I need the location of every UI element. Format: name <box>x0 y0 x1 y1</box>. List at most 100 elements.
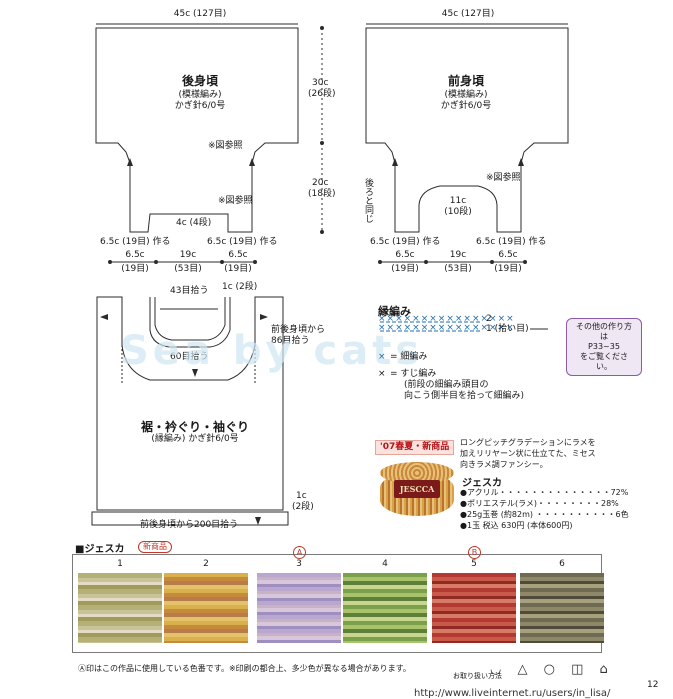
arrow-down-center <box>192 369 198 377</box>
back-ref-note-2: ※図参照 <box>218 196 253 206</box>
yarn-label: JESCCA <box>394 480 440 498</box>
swatch-number-4: 4 <box>382 559 388 569</box>
back-ref-note-1: ※図参照 <box>208 141 243 151</box>
swatch-number-5: 5 <box>471 559 477 569</box>
legend-suji: = すじ編み <box>390 369 437 379</box>
arrow-up-front-right <box>518 158 524 166</box>
hem-width-2: (2段) <box>292 502 314 512</box>
edging-row-2: ×××××××××××××××× <box>378 314 515 324</box>
product-spec-4: ●1玉 税込 630円 (本体600円) <box>460 521 573 530</box>
hem-pick: 前後身頃から200目拾う <box>140 520 239 530</box>
collar-width: 1c (2段) <box>222 282 258 292</box>
legend-sc-symbol: × <box>378 352 386 362</box>
arrow-up-back-right <box>249 158 255 166</box>
product-desc-3: 向きラメ調ファンシー。 <box>460 460 548 469</box>
back-center-gap: 4c (4段) <box>176 218 212 228</box>
swatch-color-1 <box>78 573 162 643</box>
front-neck-depth: 11c <box>449 196 467 206</box>
front-dim-mid-st: (53目) <box>444 264 472 274</box>
other-ref-box: その他の作り方は P33~35 をご覧ください。 <box>566 318 642 376</box>
front-needle: かぎ針6/0号 <box>440 101 492 111</box>
height-upper-rows: (26段) <box>308 89 336 99</box>
height-lower: 20c <box>312 178 329 188</box>
back-width-top: 45c (127目) <box>173 9 227 19</box>
page-number: 12 <box>647 680 659 690</box>
front-right-inc: 6.5c (19目) 作る <box>476 237 547 247</box>
product-name: ジェスカ <box>462 478 502 489</box>
legend-suji-2: (前段の細編み頭目の <box>404 380 489 390</box>
front-dim-right-st: (19目) <box>494 264 522 274</box>
back-dim-mid-st: (53目) <box>174 264 202 274</box>
legend-suji-3: 向こう側半目を拾って細編み) <box>404 391 525 401</box>
edging-row1-label: 1 (拾い目) <box>486 324 529 334</box>
product-spec-3: ●25g玉巻 (約82m) ・・・・・・・・・・6色 <box>460 510 629 519</box>
neck-band <box>149 297 231 348</box>
front-panel-outline <box>365 27 569 233</box>
swatch-color-4 <box>343 573 427 643</box>
front-width-top: 45c (127目) <box>441 9 495 19</box>
swatch-marker-5: B <box>468 546 481 559</box>
care-icons: ◡ △ ○ ◫ ⌂ <box>490 662 614 677</box>
swatch-number-2: 2 <box>203 559 209 569</box>
neck-pick: 60目拾う <box>170 352 209 362</box>
swatch-number-6: 6 <box>559 559 565 569</box>
front-stitch: (模様編み) <box>444 90 488 100</box>
care-label: お取り扱い方法 <box>453 672 502 680</box>
legend-sc: = 細編み <box>390 352 428 362</box>
arrow-left-body <box>100 314 108 320</box>
swatch-footnote: Ⓐ印はこの作品に使用している色番です。※印刷の都合上、多少色が異なる場合がありま… <box>78 664 411 673</box>
height-lower-rows: (18段) <box>308 189 336 199</box>
swatch-color-5 <box>432 573 516 643</box>
yarn-ball-image: JESCCA <box>380 462 454 524</box>
edging-row2-label: 2 <box>486 314 492 324</box>
watermark-text: Sea by cats <box>120 328 424 374</box>
other-ref-line3: をご覧ください。 <box>580 352 628 371</box>
season-tag: '07春夏・新商品 <box>375 440 455 455</box>
back-right-inc: 6.5c (19目) 作る <box>207 237 278 247</box>
front-dim-mid: 19c <box>449 250 467 260</box>
back-needle: かぎ針6/0号 <box>174 101 226 111</box>
collar-pick: 43目拾う <box>170 286 209 296</box>
height-upper: 30c <box>312 78 329 88</box>
edging-row-1: ×××××××××××××××× <box>378 323 515 333</box>
front-dim-left: 6.5c <box>395 250 415 260</box>
product-spec-2: ●ポリエステル(ラメ)・・・・・・・・28% <box>460 499 619 508</box>
swatches-heading: ■ジェスカ <box>75 544 125 555</box>
other-ref-line2: P33~35 <box>588 342 620 351</box>
url-watermark: http://www.liveinternet.ru/users/in_lisa… <box>414 688 611 699</box>
swatch-marker-3: A <box>293 546 306 559</box>
front-dim-right: 6.5c <box>498 250 518 260</box>
assembly-title: 裾・衿ぐり・袖ぐり <box>140 420 249 434</box>
back-dim-right-st: (19目) <box>224 264 252 274</box>
front-side-note: 後ろと同じ <box>363 178 373 223</box>
legend-suji-symbol: × <box>378 369 386 379</box>
front-dim-left-st: (19目) <box>391 264 419 274</box>
arrow-up-front-left <box>392 158 398 166</box>
back-panel-outline <box>95 27 299 233</box>
arrow-right-body <box>260 314 268 320</box>
hem-width-1: 1c <box>296 491 307 501</box>
back-dim-mid: 19c <box>179 250 197 260</box>
front-ref-note: ※図参照 <box>486 173 521 183</box>
back-dim-left-st: (19目) <box>121 264 149 274</box>
product-desc-1: ロングピッチグラデーションにラメを <box>460 438 596 447</box>
back-left-inc: 6.5c (19目) 作る <box>100 237 171 247</box>
neck-inner <box>154 297 226 341</box>
swatch-color-6 <box>520 573 604 643</box>
swatch-number-3: 3 <box>296 559 302 569</box>
back-dim-right: 6.5c <box>228 250 248 260</box>
product-spec-1: ●アクリル・・・・・・・・・・・・・・72% <box>460 488 629 497</box>
swatch-color-3 <box>257 573 341 643</box>
hem-band <box>91 511 289 526</box>
back-panel-title: 後身頃 <box>181 74 218 88</box>
other-ref-line1: その他の作り方は <box>576 322 632 341</box>
swatch-number-1: 1 <box>117 559 123 569</box>
swatches-new-badge: 新商品 <box>138 541 172 553</box>
edging-title: 縁編み <box>378 305 411 318</box>
assembly-stitch: (縁編み) かぎ針6/0号 <box>151 434 239 444</box>
arrow-up-back-left <box>127 158 133 166</box>
arrow-hem <box>255 517 261 525</box>
product-desc-2: 加えリリヤーン状に仕立てた、ミセス <box>460 449 596 458</box>
back-stitch: (模様編み) <box>178 90 222 100</box>
